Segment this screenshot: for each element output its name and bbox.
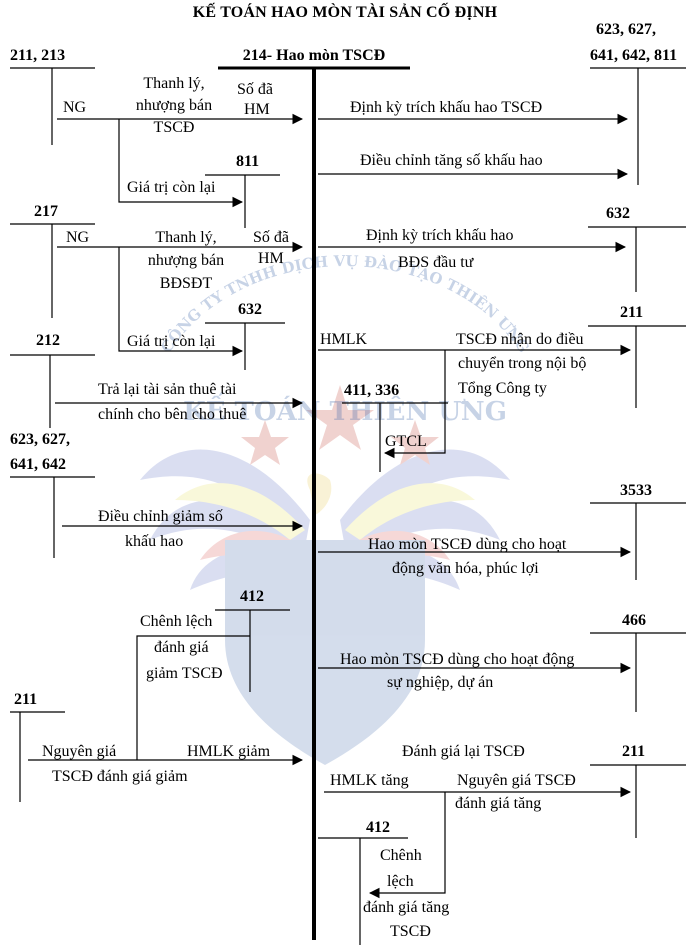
label-nguyen-gia-giam-line2: TSCĐ đánh giá giảm xyxy=(52,768,188,785)
label-nguyen-gia-tang-line1: Nguyên giá TSCĐ xyxy=(457,772,576,789)
shield xyxy=(225,540,425,765)
page-title: KẾ TOÁN HAO MÒN TÀI SẢN CỐ ĐỊNH xyxy=(192,4,498,21)
account-811: 811 xyxy=(236,153,260,170)
label-hmlk-tang: HMLK tăng xyxy=(330,772,409,789)
account-211-left: 211 xyxy=(14,691,38,708)
label-thanh-ly-tscd-line1: Thanh lý, xyxy=(143,75,205,92)
label-gia-tri-con-lai-2: Giá trị còn lại xyxy=(127,333,216,350)
wing-left-accent xyxy=(200,530,300,565)
label-gia-tri-con-lai-1: Giá trị còn lại xyxy=(127,179,216,196)
wing-right-accent xyxy=(350,530,450,565)
account-211-right-1: 211 xyxy=(620,304,644,321)
label-nguyen-gia-tang-line2: đánh giá tăng xyxy=(455,795,542,812)
wing-right xyxy=(340,449,510,590)
label-chenh-lech-giam-line2: đánh giá xyxy=(154,639,209,656)
label-thanh-ly-bds-line2: nhượng bán xyxy=(147,252,225,269)
label-tra-lai-line1: Trả lại tài sản thuê tài xyxy=(98,381,237,398)
line-chenh-lech-giam xyxy=(136,635,250,760)
wing-right-inner xyxy=(345,483,475,540)
label-nguyen-gia-giam-line1: Nguyên giá xyxy=(42,743,117,760)
account-3533: 3533 xyxy=(620,482,652,499)
wing-left xyxy=(140,449,310,590)
label-hmlk: HMLK xyxy=(320,331,368,348)
star-center xyxy=(306,385,374,450)
label-hm-van-hoa-line2: động văn hóa, phúc lợi xyxy=(392,560,539,577)
label-chenh-lech-tang-line1: Chênh xyxy=(380,847,422,864)
label-dieu-chinh-giam-line1: Điều chỉnh giảm số xyxy=(98,508,223,525)
account-411-336: 411, 336 xyxy=(344,382,400,399)
label-chenh-lech-tang-line2: lệch xyxy=(387,873,414,890)
watermark-logo xyxy=(140,385,510,765)
arrow-gtcl xyxy=(383,350,446,459)
label-chenh-lech-tang-line3: đánh giá tăng xyxy=(363,899,450,916)
label-hm-su-nghiep-line2: sự nghiệp, dự án xyxy=(387,674,494,691)
star-left xyxy=(241,420,289,465)
account-412-bottom: 412 xyxy=(366,819,390,836)
label-danh-gia-lai: Đánh giá lại TSCĐ xyxy=(402,743,525,760)
account-466: 466 xyxy=(622,612,646,629)
label-chenh-lech-giam-line1: Chênh lệch xyxy=(140,613,213,630)
account-632-right: 632 xyxy=(606,205,630,222)
account-632-left: 632 xyxy=(238,301,262,318)
label-chenh-lech-giam-line3: giảm TSCĐ xyxy=(146,665,223,682)
account-623-642-line1: 623, 627, xyxy=(10,431,70,448)
label-nhan-dieu-chuyen-line2: chuyển trong nội bộ xyxy=(458,355,587,372)
label-dinh-ky-trich: Định kỳ trích khấu hao TSCĐ xyxy=(350,99,543,116)
label-so-da-hm-1-line1: Số đã xyxy=(237,81,273,98)
label-ng-2: NG xyxy=(66,229,90,246)
label-chenh-lech-tang-line4: TSCĐ xyxy=(390,923,431,940)
arrow-gtcl-632 xyxy=(118,247,244,357)
label-so-da-hm-2-line2: HM xyxy=(258,250,284,267)
label-dinh-ky-bds-line2: BĐS đầu tư xyxy=(398,254,474,271)
label-dinh-ky-bds-line1: Định kỳ trích khấu hao xyxy=(366,227,514,244)
account-212: 212 xyxy=(36,332,60,349)
account-217: 217 xyxy=(34,203,58,220)
arrow-chenh-lech-tang xyxy=(368,792,446,899)
label-tra-lai-line2: chính cho bên cho thuê xyxy=(98,406,247,423)
star-right xyxy=(391,420,439,465)
arrow-gtcl-811 xyxy=(118,119,244,208)
label-hm-van-hoa-line1: Hao mòn TSCĐ dùng cho hoạt xyxy=(368,536,567,553)
label-so-da-hm-2-line1: Số đã xyxy=(253,229,289,246)
watermark-brand-text: KẾ TOÁN THIÊN ƯNG xyxy=(183,392,507,427)
label-dieu-chinh-giam-line2: khấu hao xyxy=(125,533,184,550)
label-hm-su-nghiep-line1: Hao mòn TSCĐ dùng cho hoạt động xyxy=(340,651,575,668)
label-gtcl: GTCL xyxy=(385,433,427,450)
account-211-213: 211, 213 xyxy=(10,47,66,64)
account-211-right-2: 211 xyxy=(622,743,646,760)
label-nhan-dieu-chuyen-line3: Tổng Công ty xyxy=(458,380,547,397)
account-412-left: 412 xyxy=(240,588,264,605)
label-dieu-chinh-tang: Điều chỉnh tăng số khấu hao xyxy=(360,152,543,169)
account-623-811-line1: 623, 627, xyxy=(596,21,656,38)
label-thanh-ly-tscd-line3: TSCĐ xyxy=(153,119,195,136)
main-account-label: 214- Hao mòn TSCĐ xyxy=(242,47,386,64)
label-so-da-hm-1-line2: HM xyxy=(244,101,270,118)
label-thanh-ly-tscd-line2: nhượng bán xyxy=(135,97,213,114)
label-hmlk-giam: HMLK giảm xyxy=(187,743,271,760)
label-ng-1: NG xyxy=(63,99,87,116)
label-nhan-dieu-chuyen-line1: TSCĐ nhận do điều xyxy=(456,331,584,348)
account-623-811-line2: 641, 642, 811 xyxy=(590,47,678,64)
account-623-642-line2: 641, 642 xyxy=(10,456,66,473)
label-thanh-ly-bds-line1: Thanh lý, xyxy=(155,229,217,246)
label-thanh-ly-bds-line3: BĐSĐT xyxy=(159,275,213,292)
